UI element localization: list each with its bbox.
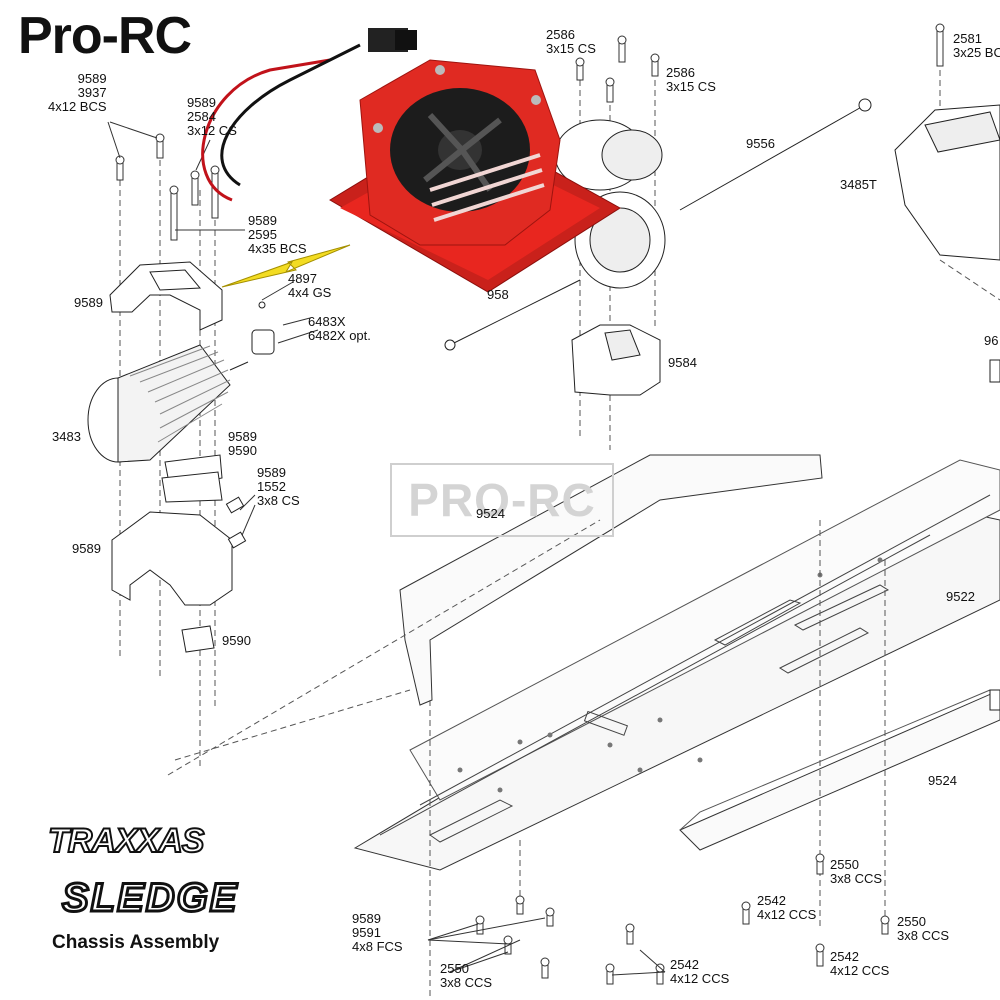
side-rail-bottom	[679, 689, 1000, 851]
callout-2542-a: 2542 4x12 CCS	[757, 893, 817, 922]
traxxas-logo: TRAXXAS	[47, 821, 205, 861]
motor-3483	[87, 344, 249, 463]
callout-2542-b: 2542 4x12 CCS	[670, 957, 730, 986]
callout-6483x: 6483X 6482X opt.	[308, 314, 371, 343]
callout-9524-top: 9524	[476, 506, 505, 521]
watermark: PRO-RC	[390, 463, 614, 537]
brand-title: Pro-RC	[18, 7, 192, 65]
callout-9589-mount-bottom: 9589	[72, 541, 101, 556]
callout-9522: 9522	[946, 589, 975, 604]
callout-9556: 9556	[746, 136, 775, 151]
callout-2550-c: 2550 3x8 CCS	[440, 961, 493, 990]
callout-96: 96	[984, 333, 999, 348]
callout-2581: 2581 3x25 BC	[953, 31, 1000, 60]
callout-2542-c: 2542 4x12 CCS	[830, 949, 890, 978]
pinion-gear	[251, 301, 275, 355]
motor-mount-top	[109, 261, 223, 331]
callout-9584: 9584	[668, 355, 697, 370]
callout-3483: 3483	[52, 429, 81, 444]
driveshafts	[444, 98, 872, 351]
chassis-cutouts	[429, 584, 890, 843]
yellow-arrow	[221, 244, 351, 288]
cooling-fan-product	[201, 28, 621, 293]
screws	[115, 23, 945, 985]
center-mount-9584	[571, 324, 661, 396]
esc-3485t	[894, 104, 1000, 711]
chassis-plate	[353, 459, 1000, 871]
motor-mount-bottom	[111, 496, 247, 606]
callout-9590: 9590	[222, 633, 251, 648]
callout-2586-a: 2586 3x15 CS	[546, 27, 596, 56]
callout-2550-b: 2550 3x8 CCS	[897, 914, 950, 943]
side-rail-top	[399, 454, 823, 706]
sledge-logo: SLEDGE	[60, 875, 239, 922]
pointer-lines	[107, 121, 666, 976]
callout-9524-bottom: 9524	[928, 773, 957, 788]
callout-3485t: 3485T	[840, 177, 877, 192]
motor-clamp	[161, 454, 223, 503]
callout-2550-a: 2550 3x8 CCS	[830, 857, 883, 886]
callout-9589-2584: 9589 2584 3x12 CS	[187, 95, 237, 138]
callout-9589-3937: 9589 3937 4x12 BCS	[48, 71, 107, 114]
clip-9590	[181, 625, 215, 653]
callout-2586-b: 2586 3x15 CS	[666, 65, 716, 94]
callout-4897: 4897 4x4 GS	[288, 271, 332, 300]
callout-958: 958	[487, 287, 509, 302]
caption-chassis-assembly: Chassis Assembly	[52, 932, 220, 953]
callout-9589-9591: 9589 9591 4x8 FCS	[352, 911, 403, 954]
callout-9589-2595: 9589 2595 4x35 BCS	[248, 213, 307, 256]
callout-9589-1552: 9589 1552 3x8 CS	[257, 465, 300, 508]
callout-9589-mount-top: 9589	[74, 295, 103, 310]
callout-9589-9590: 9589 9590	[228, 429, 257, 458]
